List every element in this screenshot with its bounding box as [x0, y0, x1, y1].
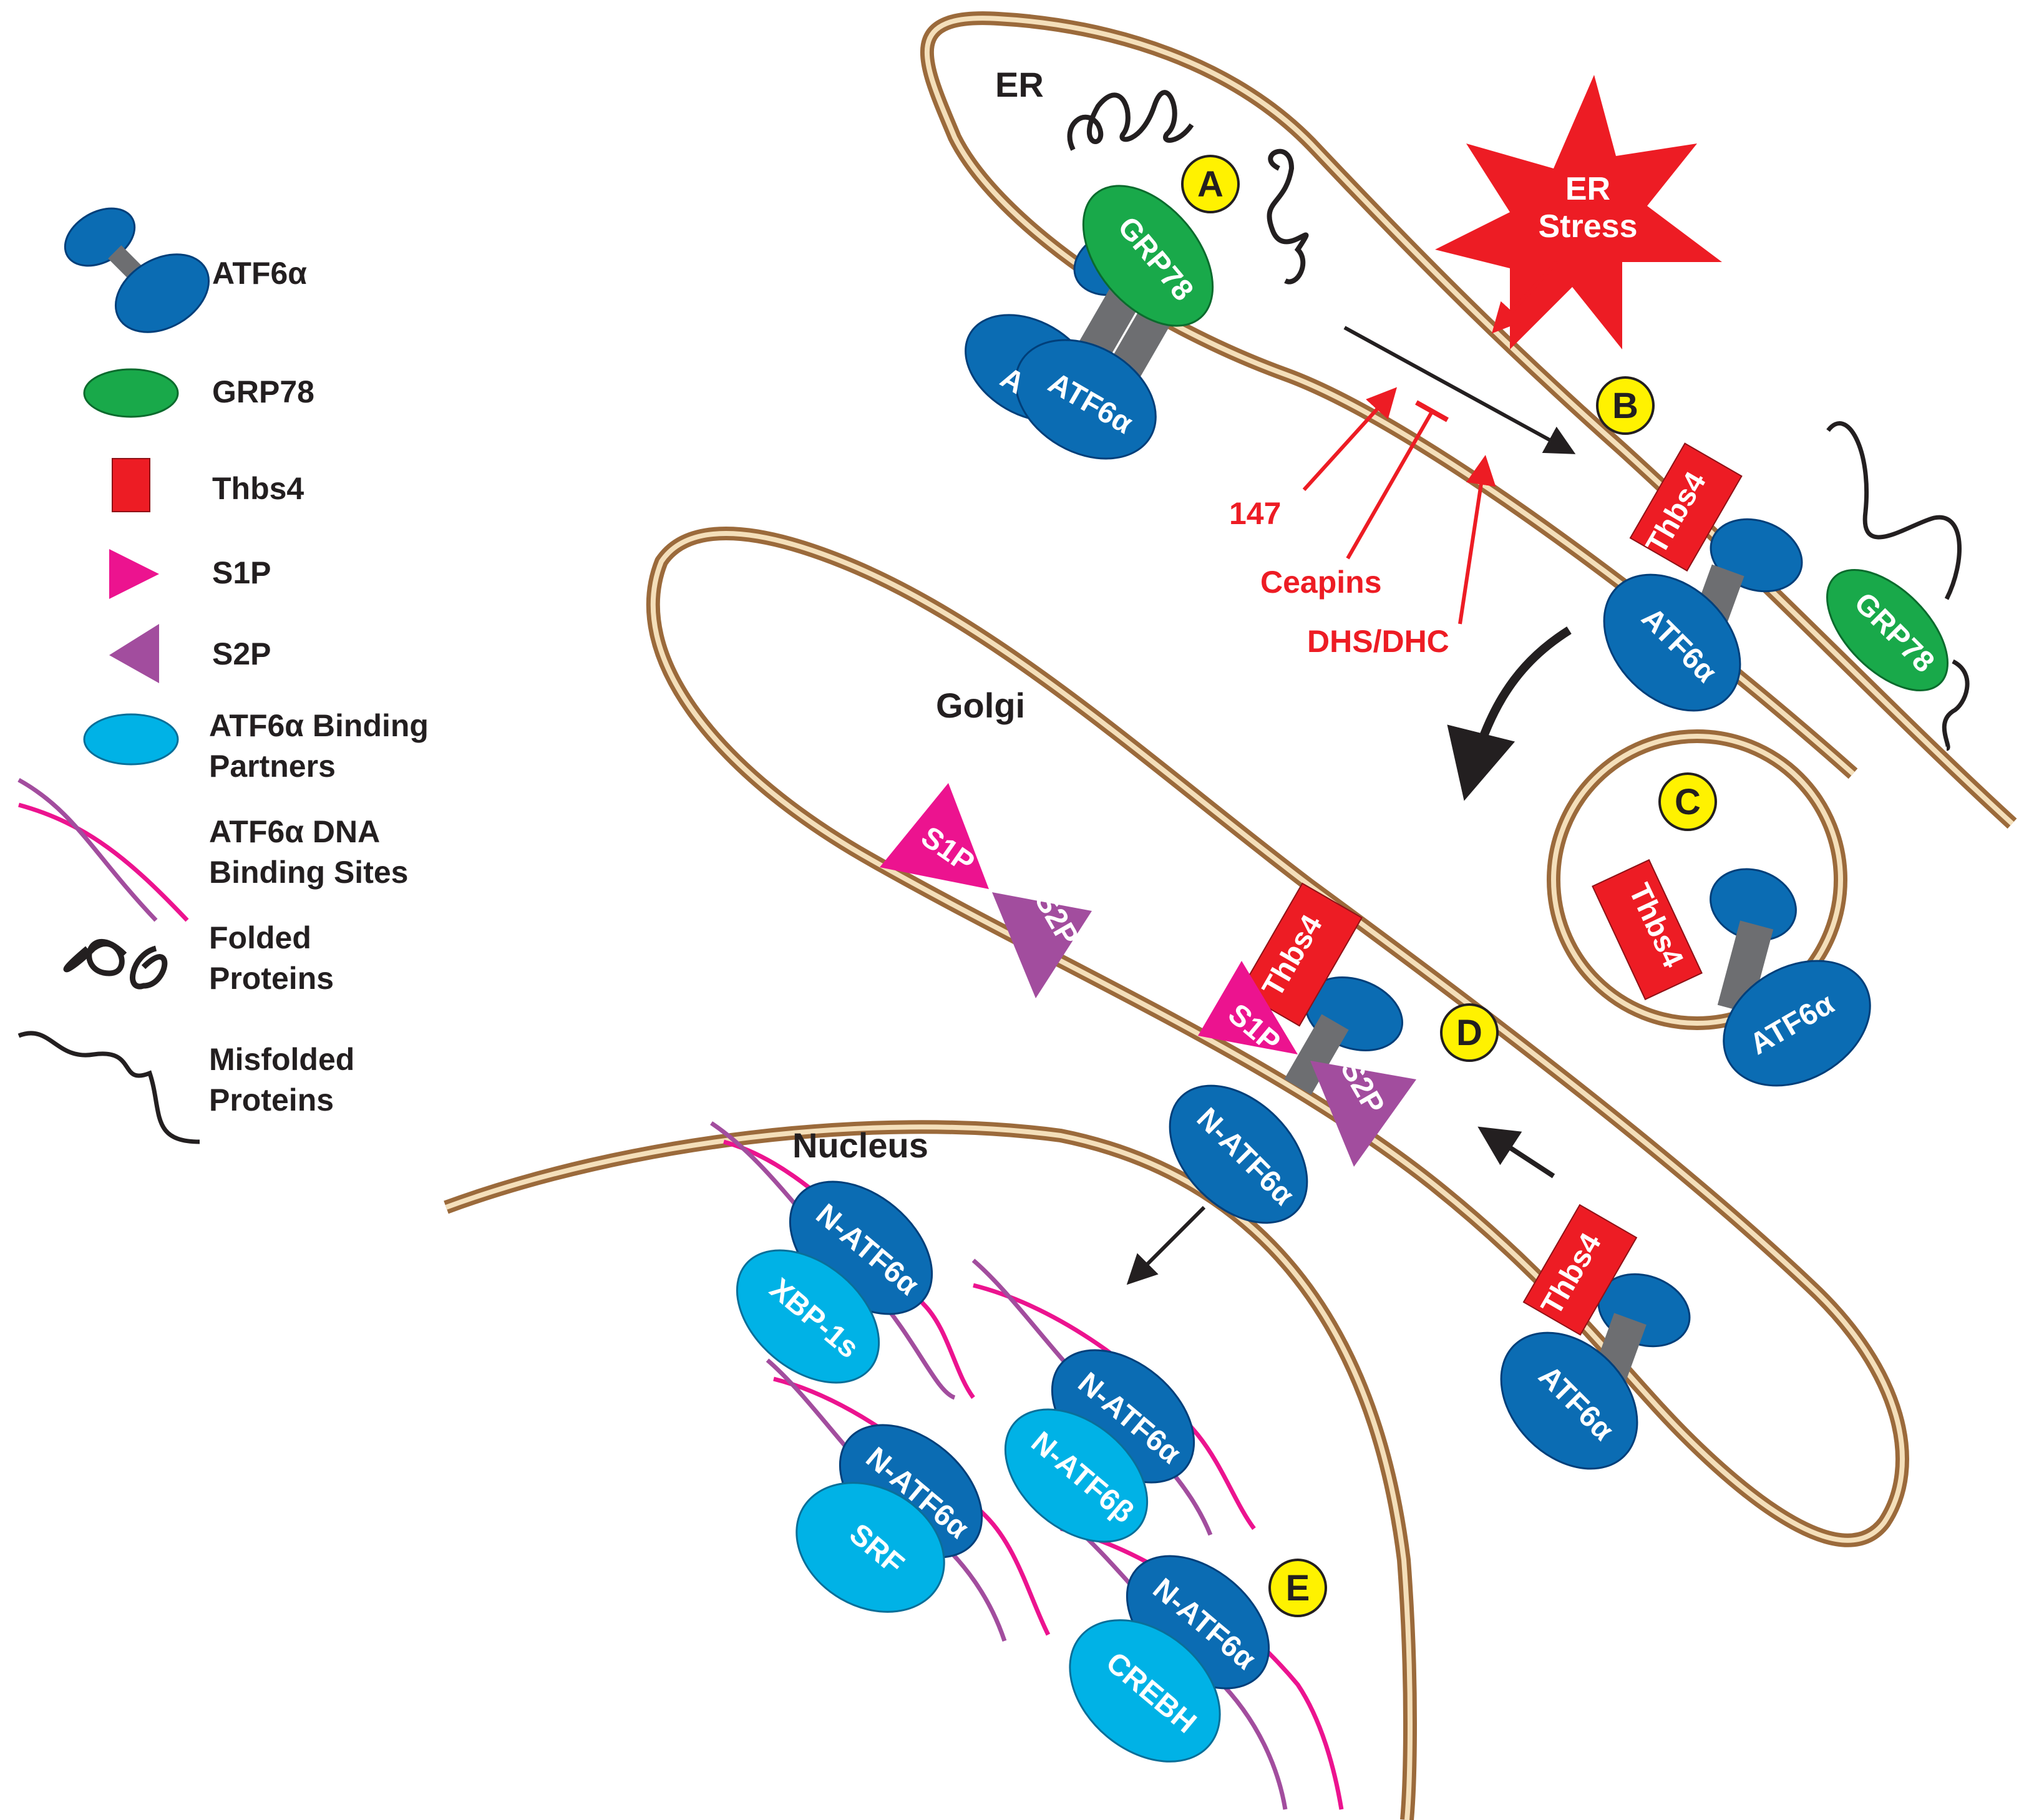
step-d-marker [1440, 1003, 1499, 1062]
nucleus-complex-1-xbp1s [736, 1249, 880, 1384]
arrow-lower-to-d [1477, 1126, 1555, 1179]
legend-atf6a-icon [64, 207, 210, 333]
inhibitor-ceapins-label: Ceapins [1260, 565, 1382, 600]
nucleus-label: Nucleus [792, 1126, 928, 1165]
step-e-marker-label: E [1286, 1568, 1310, 1608]
golgi-lower-complex [1500, 1204, 1691, 1470]
legend-partners-icon [83, 713, 179, 766]
step-b-grp78 [1826, 568, 1949, 692]
legend-thbs4-label: Thbs4 [212, 471, 304, 506]
step-a-marker [1181, 155, 1240, 213]
inhibitor-147-arrow [1302, 387, 1398, 492]
legend-s2p-icon [109, 624, 159, 683]
er-stress-arrow [1491, 260, 1559, 334]
misfolded-protein-bottom [1942, 659, 1970, 751]
legend-partners-label-1: ATF6α Binding [209, 708, 429, 743]
golgi-label: Golgi [936, 686, 1025, 725]
legend-folded-label-1: Folded [209, 920, 311, 955]
er-stress-label-1: ER [1565, 171, 1610, 207]
step-d-complex [1198, 882, 1416, 1167]
inhibitor-ceapins-bar [1415, 400, 1449, 422]
legend-folded-label-2: Proteins [209, 961, 334, 996]
arrow-b-to-golgi [1447, 626, 1572, 801]
step-e-marker [1268, 1559, 1327, 1617]
step-b-complex [1603, 442, 1803, 712]
legend-dna-icon [17, 777, 189, 922]
er-stress-burst [1435, 75, 1722, 349]
step-c-marker [1658, 772, 1717, 831]
nucleus-complex-4-crebh [1069, 1619, 1221, 1763]
nucleus-complex-3-srf [795, 1482, 945, 1613]
vesicle-membrane [1547, 729, 1847, 1030]
inhibitor-dhs-arrow [1458, 455, 1496, 625]
misfolded-protein-top [1826, 421, 1962, 600]
folded-protein-1 [1067, 90, 1194, 151]
nucleus-complex-2-n-atf6b [1004, 1408, 1149, 1543]
legend: ATF6α GRP78 Thbs4 S1P S2P ATF6α Binding … [17, 207, 429, 1144]
inhibitor-147-label: 147 [1229, 496, 1281, 531]
step-c-marker-label: C [1675, 782, 1701, 822]
step-b-marker-label: B [1612, 386, 1638, 426]
arrow-a-to-b [1343, 326, 1576, 454]
golgi-s1p-s2p [880, 783, 1092, 998]
legend-atf6a-label: ATF6α [212, 256, 307, 291]
legend-partners-label-2: Partners [209, 749, 336, 784]
legend-dna-label-2: Binding Sites [209, 855, 408, 890]
legend-s1p-label: S1P [212, 555, 271, 590]
legend-dna-label-1: ATF6α DNA [209, 814, 380, 849]
step-a-marker-label: A [1197, 164, 1224, 205]
er-label: ER [995, 65, 1044, 104]
step-c-complex [1592, 859, 1871, 1087]
legend-thbs4-icon [112, 458, 150, 512]
legend-misfolded-label-1: Misfolded [209, 1042, 354, 1077]
step-a-complex [965, 185, 1214, 460]
legend-s2p-label: S2P [212, 636, 271, 671]
inhibitor-dhs-label: DHS/DHC [1307, 624, 1449, 659]
step-d-marker-label: D [1456, 1013, 1482, 1053]
inhibitor-ceapins-line [1346, 411, 1434, 560]
folded-protein-2 [1267, 148, 1309, 285]
arrow-to-nucleus [1126, 1205, 1206, 1285]
step-b-marker [1596, 376, 1655, 435]
legend-grp78-label: GRP78 [212, 374, 314, 409]
released-n-atf6a [1169, 1084, 1308, 1224]
legend-misfolded-label-2: Proteins [209, 1083, 334, 1117]
er-stress-label-2: Stress [1539, 208, 1638, 245]
legend-folded-icon [63, 938, 168, 990]
legend-s1p-icon [109, 549, 159, 599]
legend-misfolded-icon [17, 1031, 200, 1144]
legend-grp78-icon [83, 368, 179, 418]
